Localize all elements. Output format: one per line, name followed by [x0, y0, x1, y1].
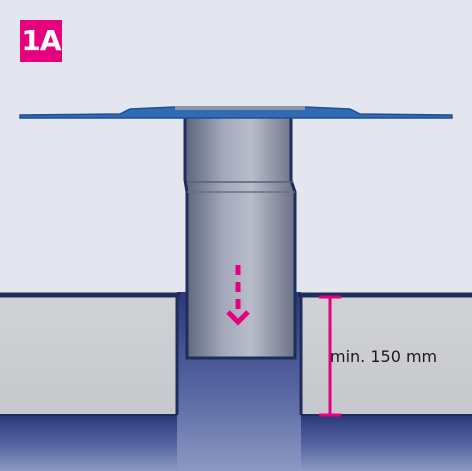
dashed-down-arrow-icon	[226, 265, 250, 326]
drain-pipe	[183, 114, 297, 360]
flange-center-plate	[175, 106, 305, 110]
dimension-label: min. 150 mm	[330, 347, 438, 366]
step-label: 1A	[20, 20, 62, 62]
drain-flange	[19, 106, 453, 119]
left-floor-slab	[0, 296, 177, 415]
dimension-marker	[319, 295, 341, 417]
